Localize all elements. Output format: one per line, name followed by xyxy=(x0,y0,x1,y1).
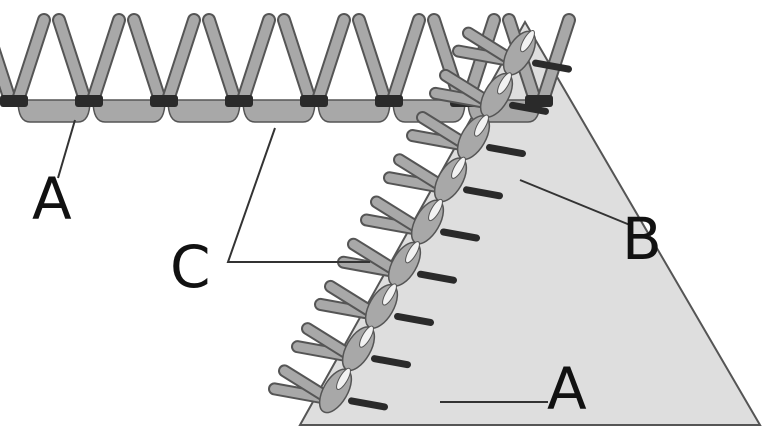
leader-line-b xyxy=(519,179,631,226)
top-dark-stitch xyxy=(225,95,253,107)
diag-dark-stitch xyxy=(394,312,434,326)
label-a-top: A xyxy=(32,165,72,233)
top-loop-base xyxy=(242,99,316,123)
top-loop-leg xyxy=(279,15,315,105)
top-dark-stitch xyxy=(525,95,553,107)
diag-dark-stitch xyxy=(463,186,503,200)
top-loop-leg xyxy=(238,15,274,105)
top-loop-leg xyxy=(129,15,165,105)
top-loop-base xyxy=(392,99,466,123)
label-c: C xyxy=(170,233,211,301)
diag-dark-stitch xyxy=(440,228,480,242)
top-loop-leg xyxy=(163,15,199,105)
top-dark-stitch xyxy=(375,95,403,107)
top-loop-leg xyxy=(388,15,424,105)
diag-highlight xyxy=(474,114,489,137)
diag-highlight xyxy=(336,367,351,390)
diag-highlight xyxy=(497,72,512,95)
top-dark-stitch xyxy=(0,95,28,107)
top-loop-leg xyxy=(13,15,49,105)
diag-highlight xyxy=(359,325,374,348)
label-a-bottom: A xyxy=(547,355,587,423)
top-loop-leg xyxy=(538,15,574,105)
top-loop-leg xyxy=(354,15,390,105)
diag-dark-stitch xyxy=(371,355,411,369)
diag-dark-stitch xyxy=(509,101,549,115)
diag-dark-stitch xyxy=(486,144,526,158)
diag-highlight xyxy=(520,30,535,53)
leader-line-c xyxy=(226,127,370,263)
diag-highlight xyxy=(382,283,397,306)
diag-dark-stitch xyxy=(532,59,572,73)
top-loop-leg xyxy=(54,15,90,105)
diag-highlight xyxy=(451,156,466,179)
diag-highlight xyxy=(428,198,443,222)
top-dark-stitch xyxy=(75,95,103,107)
diagonal-stitch-row xyxy=(268,26,572,414)
top-loop-leg xyxy=(88,15,124,105)
diag-dark-stitch xyxy=(348,397,388,411)
top-loop-base xyxy=(317,99,391,123)
diag-dark-stitch xyxy=(417,270,457,284)
leader-line-a-top xyxy=(57,119,76,179)
top-loop-base xyxy=(167,99,241,123)
label-b: B xyxy=(622,205,662,273)
diag-highlight xyxy=(405,241,420,264)
top-loop-base xyxy=(17,99,91,123)
top-dark-stitch xyxy=(150,95,178,107)
top-loop-leg xyxy=(313,15,349,105)
top-stitch-row xyxy=(0,13,576,123)
top-loop-leg xyxy=(204,15,240,105)
top-loop-leg xyxy=(0,53,15,105)
top-loop-base xyxy=(92,99,166,123)
top-dark-stitch xyxy=(300,95,328,107)
